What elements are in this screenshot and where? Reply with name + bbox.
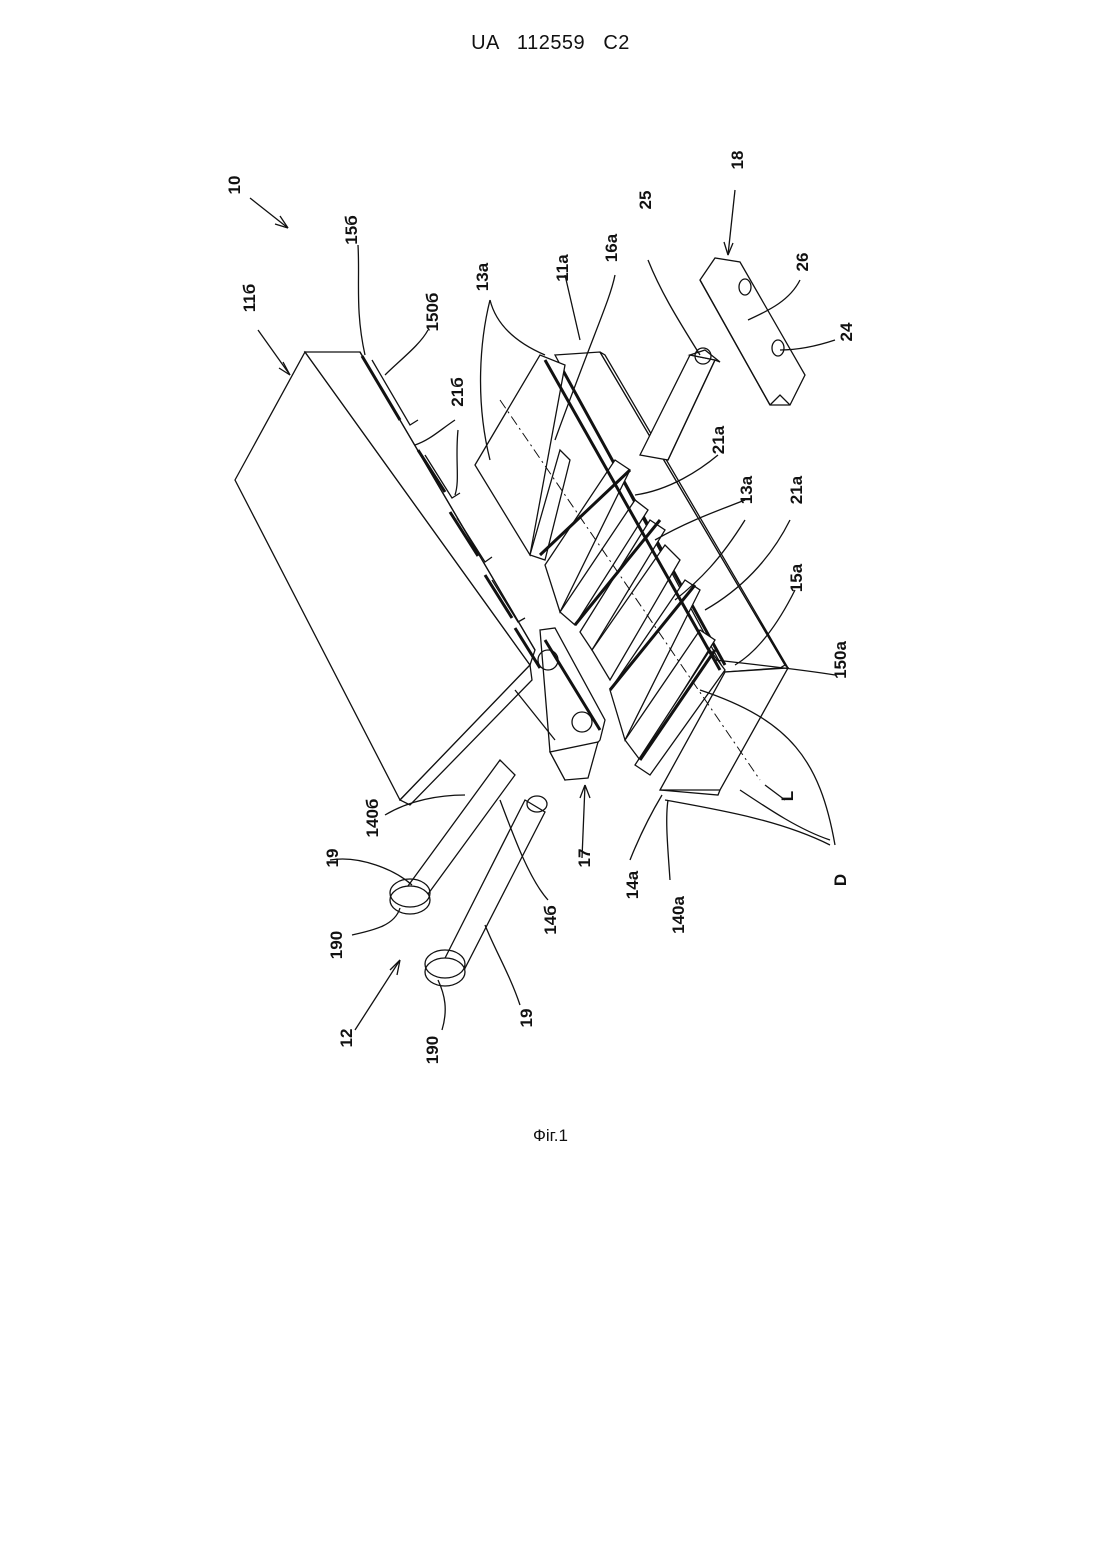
label-140a: 140a — [669, 896, 688, 934]
label-L: L — [778, 791, 797, 801]
label-17: 17 — [575, 849, 594, 868]
label-24: 24 — [837, 322, 856, 341]
label-15a: 15a — [787, 563, 806, 592]
label-14b: 14б — [541, 905, 560, 934]
label-11b: 11б — [240, 284, 259, 312]
block-11b — [235, 352, 535, 805]
label-15b: 15б — [342, 215, 361, 244]
label-13a-top: 13a — [473, 262, 492, 291]
label-150b: 150б — [423, 293, 442, 332]
label-25: 25 — [636, 191, 655, 210]
bar-25 — [640, 348, 720, 460]
label-21a-1: 21a — [709, 425, 728, 454]
label-19-b: 19 — [517, 1009, 536, 1028]
label-21a-2: 21a — [787, 475, 806, 504]
label-190-b: 190 — [423, 1036, 442, 1064]
block-18 — [700, 258, 805, 405]
label-11a: 11a — [553, 254, 572, 282]
label-10: 10 — [225, 176, 244, 195]
figure-caption: Фіг.1 — [0, 1126, 1101, 1146]
label-21b: 21б — [448, 377, 467, 406]
label-140b: 140б — [363, 799, 382, 838]
label-18: 18 — [728, 151, 747, 170]
label-150a: 150a — [831, 641, 850, 679]
label-13a-mid: 13a — [737, 475, 756, 504]
label-19-a: 19 — [323, 849, 342, 868]
label-190-a: 190 — [327, 931, 346, 959]
pin-19-b — [425, 796, 547, 986]
label-26: 26 — [793, 253, 812, 272]
label-12: 12 — [337, 1029, 356, 1048]
label-14a: 14a — [623, 870, 642, 899]
label-D: D — [831, 874, 850, 886]
label-16a: 16a — [602, 233, 621, 262]
